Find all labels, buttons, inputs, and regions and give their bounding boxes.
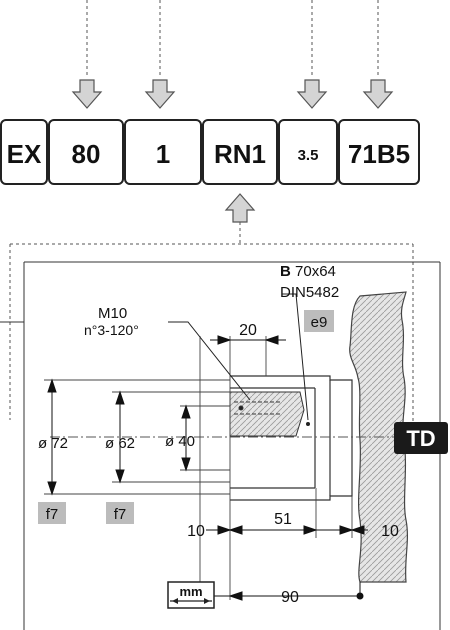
dim-dia40-label: ø 40 (165, 433, 195, 450)
top-leader-lines (86, 0, 379, 78)
code-boxes: EX 80 1 RN1 3.5 71B5 (0, 119, 420, 185)
dim-row-bottom (206, 525, 368, 535)
code-ratio-text: 3.5 (298, 147, 319, 164)
arrow-down-icon (71, 79, 103, 109)
td-badge (394, 422, 448, 454)
code-box-ratio (278, 119, 338, 185)
thread-size: M10 (98, 305, 127, 322)
spline-label: B 70x64 (280, 263, 336, 280)
dim-20 (210, 335, 286, 345)
td-badge-text: TD (406, 426, 435, 451)
spline-size: 70x64 (295, 263, 336, 280)
spline-prefix: B (280, 263, 291, 280)
thread-hole (234, 401, 280, 415)
units-text: mm (179, 584, 202, 599)
tol-f7-a: f7 (46, 506, 59, 523)
top-arrows (71, 79, 394, 109)
m10-leader (168, 321, 251, 401)
spline-leader (282, 293, 309, 421)
code-stage-text: 1 (156, 139, 170, 169)
dim-51-label: 51 (274, 511, 292, 528)
spline-marker (306, 422, 310, 426)
dim-90-label: 90 (281, 589, 299, 606)
arrow-down-icon (296, 79, 328, 109)
diameter-dims (47, 378, 191, 496)
thread-count: n°3-120° (84, 322, 139, 338)
code-size-text: 80 (72, 139, 101, 169)
dim-dia62-label: ø 62 (105, 435, 135, 452)
code-box-ex (0, 119, 48, 185)
tol-f7-b-tag (106, 502, 134, 524)
code-rn1-text: RN1 (214, 139, 266, 169)
spline-standard: DIN5482 (280, 284, 339, 301)
dim-10-right-label: 10 (381, 523, 399, 540)
mm-units-icon: mm (167, 581, 215, 609)
spline-tolerance: e9 (311, 314, 328, 331)
code-box-size (48, 119, 124, 185)
code-box-motor (338, 119, 420, 185)
code-box-rn1 (202, 119, 278, 185)
routing-lines (9, 222, 414, 424)
tol-f7-a-tag (38, 502, 66, 524)
shaft-outline (230, 375, 353, 501)
dim-20-label: 20 (239, 322, 257, 339)
code-ex-text: EX (7, 139, 42, 169)
dim-10-left-label: 10 (187, 523, 205, 540)
code-box-stage (124, 119, 202, 185)
code-motor-text: 71B5 (348, 139, 410, 169)
arrow-down-icon (144, 79, 176, 109)
tol-f7-b: f7 (114, 506, 127, 523)
extension-lines (44, 336, 353, 600)
arrow-down-icon (362, 79, 394, 109)
spline-tolerance-tag (304, 310, 334, 332)
dim-dia72-label: ø 72 (38, 435, 68, 452)
dim-90 (200, 582, 364, 601)
arrow-up-icon (224, 193, 256, 223)
